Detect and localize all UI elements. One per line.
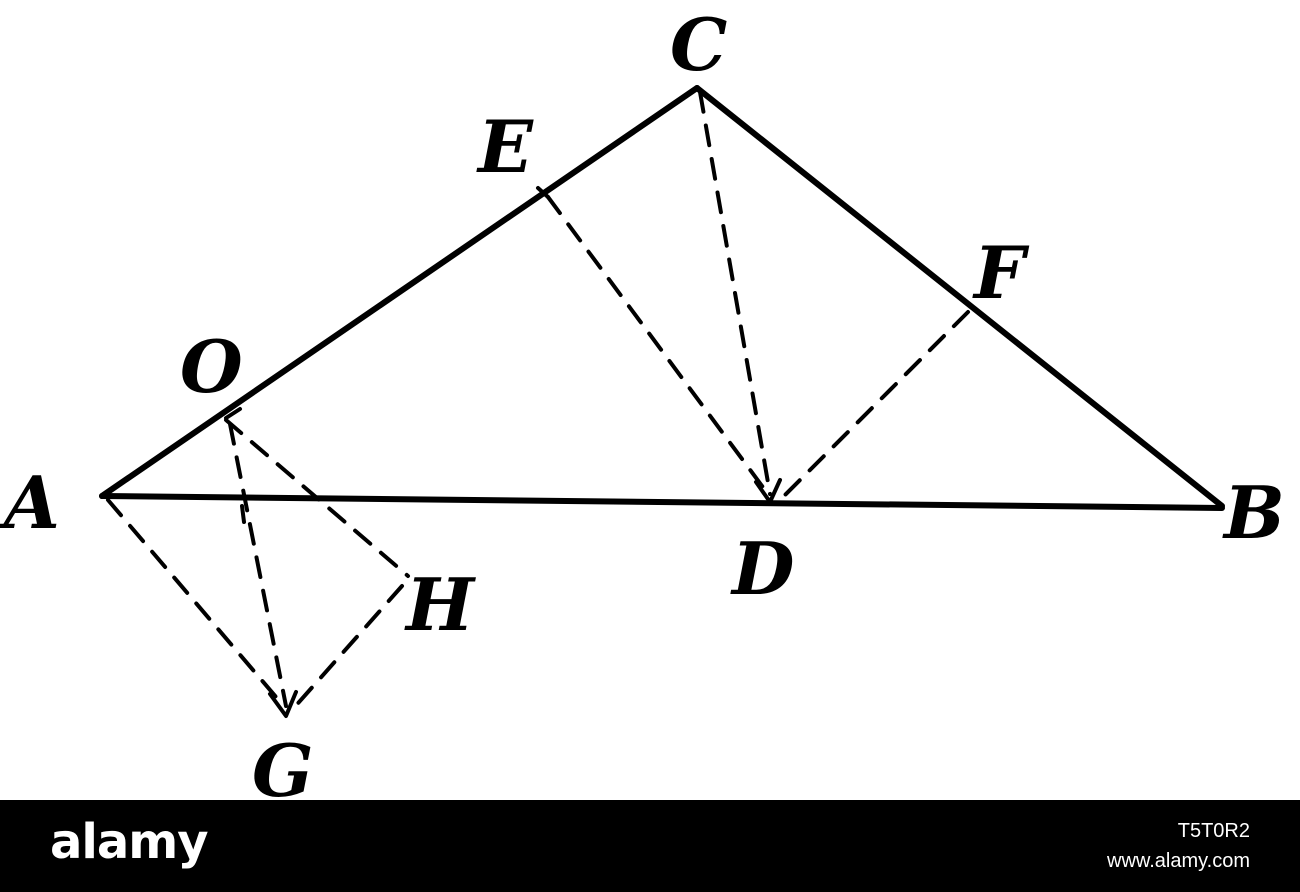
segment-hg — [290, 584, 404, 712]
segment-ed — [546, 195, 767, 492]
label-f: F — [972, 230, 1030, 315]
label-b: B — [1222, 470, 1285, 555]
segment-oh — [224, 418, 410, 578]
label-h: H — [404, 562, 476, 647]
side-ac — [99, 85, 700, 499]
side-ab — [99, 493, 1225, 511]
label-a: A — [0, 460, 60, 545]
tick-mark-ab — [240, 504, 246, 524]
segment-fd — [778, 310, 970, 502]
label-g: G — [252, 728, 314, 800]
tick-mark-o — [224, 407, 242, 420]
image-id: T5T0R2 — [1177, 820, 1250, 842]
segment-cd — [698, 90, 772, 496]
arrowhead-at-d — [754, 478, 782, 504]
site-url: www.alamy.com — [1107, 850, 1250, 872]
arrowhead-at-g — [268, 690, 298, 718]
brand-logo: alamy — [50, 814, 209, 870]
segment-og — [228, 422, 288, 708]
watermark-bar: alamy T5T0R2 www.alamy.com — [0, 800, 1300, 892]
label-o: O — [180, 324, 243, 409]
label-d: D — [730, 526, 794, 611]
label-c: C — [670, 2, 727, 87]
side-cb — [694, 85, 1225, 509]
tick-mark-e — [536, 186, 550, 199]
label-e: E — [476, 104, 534, 189]
segment-ag — [106, 498, 284, 706]
geometry-diagram: A B C D E F G H O — [0, 2, 1285, 800]
